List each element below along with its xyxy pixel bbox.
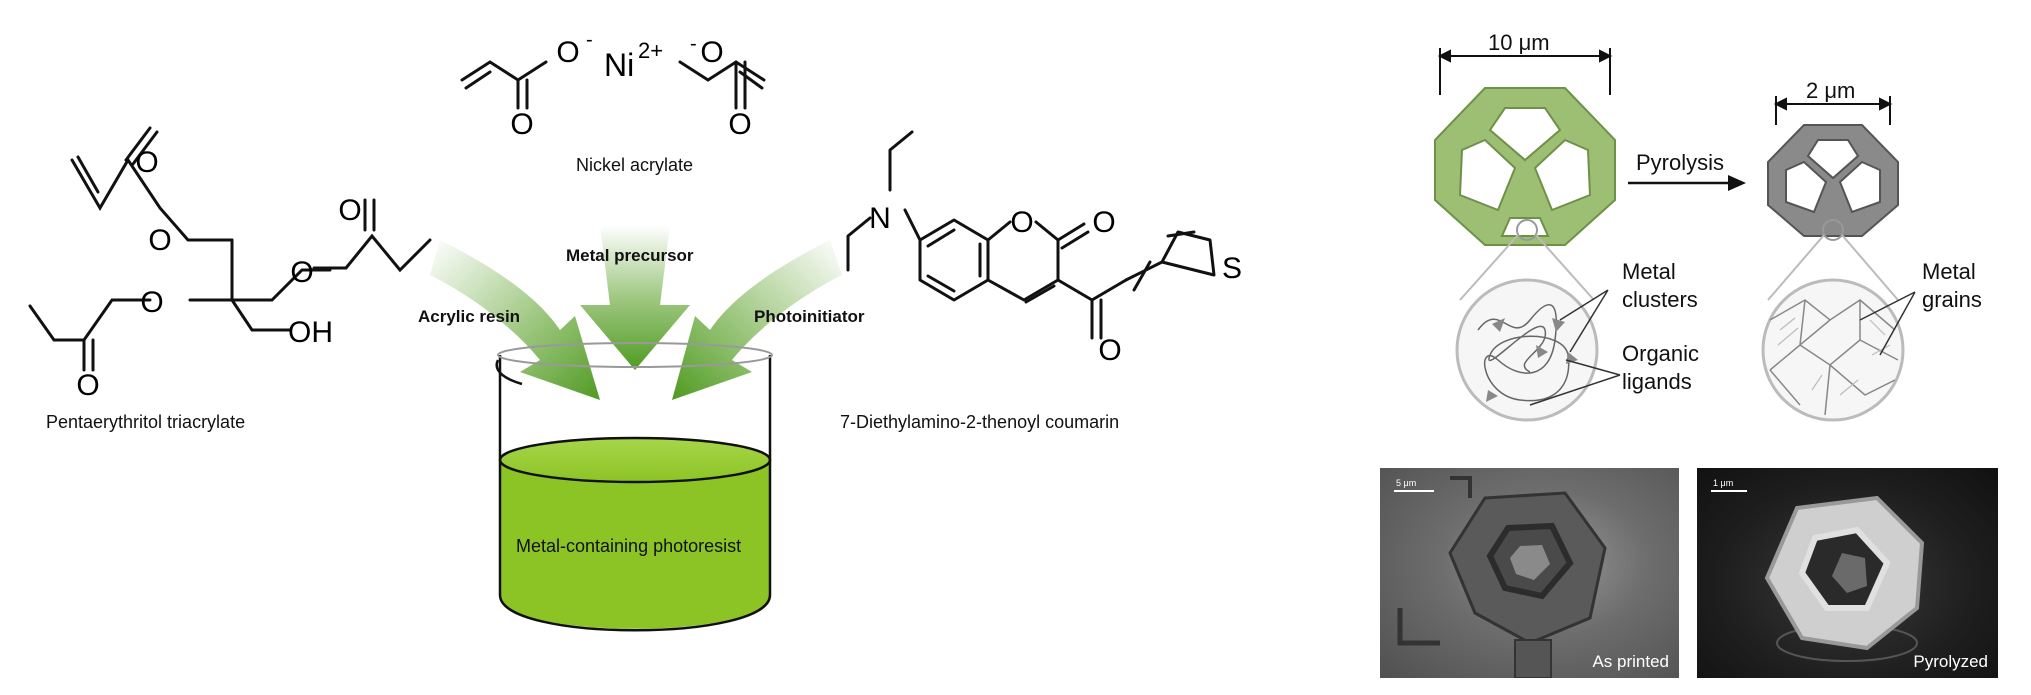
sem-label-printed: As printed: [1592, 652, 1669, 671]
oxygen-atom: O: [135, 146, 158, 179]
metal-precursor-label: Metal precursor: [566, 246, 694, 265]
sem-label-pyrolyzed: Pyrolyzed: [1913, 652, 1988, 671]
oxygen-atom: O: [556, 36, 579, 69]
oxygen-atom: O: [338, 194, 361, 227]
metal-precursor-arrow: [580, 225, 690, 370]
oxygen-atom: O: [290, 256, 313, 289]
oxygen-atom: O: [700, 36, 723, 69]
oxygen-atom: O: [148, 224, 171, 257]
oxygen-atom: O: [140, 286, 163, 319]
dimension-line-2um: [1773, 96, 1893, 125]
nickel-acrylate-structure: [460, 60, 766, 110]
nickel-acrylate-label: Nickel acrylate: [576, 155, 694, 175]
sem-scale-pyrolyzed: 1 μm: [1713, 478, 1734, 488]
sulfur-atom: S: [1222, 252, 1242, 285]
beaker: [495, 342, 773, 632]
pyrolyzed-lattice-graphic: [1764, 495, 1925, 662]
metal-grains-label: Metal grains: [1922, 258, 1982, 314]
oxygen-atom: O: [1098, 334, 1121, 367]
oxygen-atom: O: [1092, 206, 1115, 239]
hydroxyl-group: OH: [288, 316, 333, 349]
oxygen-atom: O: [76, 369, 99, 402]
sem-image-pyrolyzed: 1 μm Pyrolyzed: [1697, 468, 1998, 678]
organic-ligands-line-2: ligands: [1622, 369, 1692, 394]
oxygen-atom: O: [510, 108, 533, 141]
acrylic-resin-arrow: [430, 240, 600, 400]
metal-clusters-line-2: clusters: [1622, 287, 1698, 312]
pyrolysis-label: Pyrolysis: [1636, 150, 1725, 175]
metal-grains-line-2: grains: [1922, 287, 1982, 312]
sem-image-as-printed: 5 μm As printed: [1380, 468, 1679, 678]
metal-clusters-line-1: Metal: [1622, 259, 1676, 284]
acrylic-resin-label: Acrylic resin: [418, 307, 521, 326]
size-after-label: 2 μm: [1806, 78, 1856, 103]
sem-scale-bar-pyrolyzed: [1711, 490, 1747, 492]
negative-charge: -: [586, 29, 593, 51]
coumarin-label: 7-Diethylamino-2-thenoyl coumarin: [840, 412, 1120, 432]
photoinitiator-arrow: [672, 240, 842, 400]
size-before-label: 10 μm: [1488, 30, 1550, 55]
sem-scale-printed: 5 μm: [1396, 478, 1417, 488]
pentaerythritol-label: Pentaerythritol triacrylate: [46, 412, 246, 432]
nitrogen-atom: N: [869, 202, 891, 235]
green-lattice: [1434, 87, 1616, 246]
sem-scale-bar-printed: [1394, 490, 1434, 492]
pentaerythritol-structure: [28, 126, 432, 372]
photoresist-label: Metal-containing photoresist: [516, 536, 742, 556]
oxygen-atom: O: [1010, 206, 1033, 239]
nickel-charge: 2+: [638, 38, 663, 63]
metal-grains-line-1: Metal: [1922, 259, 1976, 284]
negative-charge: -: [690, 33, 697, 55]
organic-ligands-label: Organic ligands: [1622, 340, 1699, 396]
dimension-line-10um: [1437, 48, 1613, 95]
pyrolysis-arrow: [1628, 175, 1746, 191]
zoom-circle-clusters: [1455, 219, 1621, 422]
nickel-ion: Ni: [604, 47, 634, 83]
organic-ligands-line-1: Organic: [1622, 341, 1700, 366]
oxygen-atom: O: [728, 108, 751, 141]
printed-lattice-graphic: [1397, 476, 1607, 678]
photoinitiator-label: Photoinitiator: [754, 307, 865, 326]
metal-clusters-label: Metal clusters: [1622, 258, 1698, 314]
zoom-circle-grains: [1761, 219, 1916, 422]
gray-lattice: [1767, 124, 1899, 237]
coumarin-structure: [846, 130, 1216, 340]
